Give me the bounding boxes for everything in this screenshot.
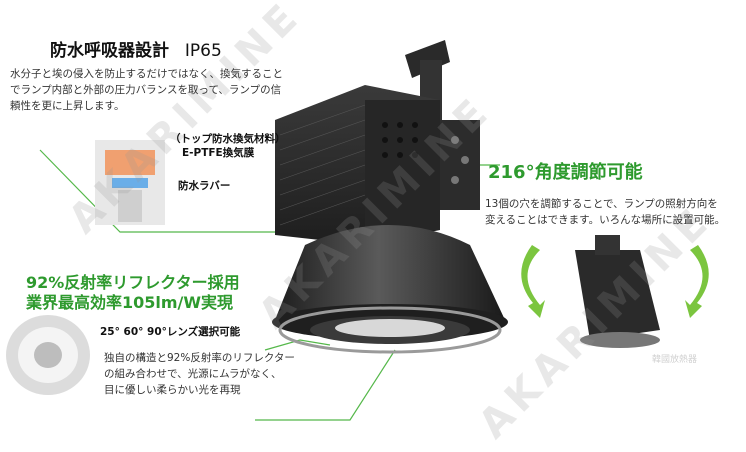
angle-title: 216°角度調節可能: [488, 162, 643, 183]
reflector-desc-line: 目に優しい柔らかい光を再現: [104, 384, 241, 396]
connector-line-reflector: [264, 339, 331, 351]
waterproof-desc-line: 水分子と埃の侵入を防止するだけではなく、換気すること: [10, 68, 283, 80]
waterproof-description: 水分子と埃の侵入を防止するだけではなく、換気すること でランプ内部と外部の圧力バ…: [10, 66, 283, 114]
rotated-lamp-image: [575, 235, 660, 348]
waterproof-desc-line: 頼性を更に上昇します。: [10, 100, 125, 112]
watermark-stamp: 韓國放熱器: [652, 355, 698, 365]
lens-options-label: 25° 60° 90°レンズ選択可能: [100, 326, 241, 338]
breather-label-line2: E-PTFE換気膜: [182, 147, 255, 159]
waterproof-rating: IP65: [184, 41, 222, 61]
angle-description: 13個の穴を調節することで、ランプの照射方向を 変えることはできます。いろんな場…: [485, 196, 725, 228]
reflector-image: [6, 315, 90, 395]
rotation-arrows-icon: [521, 245, 709, 318]
connector-line-desc: [255, 349, 396, 421]
reflector-description: 独自の構造と92%反射率のリフレクター の組み合わせで、光源にムラがなく、 目に…: [104, 350, 295, 398]
heat-sink: [275, 85, 440, 245]
reflector-title-line2: 業界最高効率105lm/W実現: [26, 293, 234, 312]
reflector-desc-line: の組み合わせで、光源にムラがなく、: [104, 368, 282, 380]
breather-valve-image: [95, 140, 165, 225]
waterproof-title: 防水呼吸器設計: [50, 41, 169, 61]
waterproof-desc-line: でランプ内部と外部の圧力バランスを取って、ランプの信: [10, 84, 282, 96]
reflector-title: 92%反射率リフレクター採用 業界最高効率105lm/W実現: [26, 273, 240, 313]
angle-desc-line: 13個の穴を調節することで、ランプの照射方向を: [485, 198, 718, 210]
breather-label-line1: （トップ防水換気材料）: [170, 133, 286, 145]
breather-label: （トップ防水換気材料） E-PTFE換気膜: [170, 132, 286, 160]
rubber-label: 防水ラバー: [178, 180, 231, 192]
waterproof-title-wrap: 防水呼吸器設計 IP65: [50, 36, 222, 61]
reflector-title-line1: 92%反射率リフレクター採用: [26, 273, 240, 292]
reflector-desc-line: 独自の構造と92%反射率のリフレクター: [104, 352, 295, 364]
lamp-hood: [272, 225, 508, 354]
angle-desc-line: 変えることはできます。いろんな場所に設置可能。: [485, 214, 726, 226]
